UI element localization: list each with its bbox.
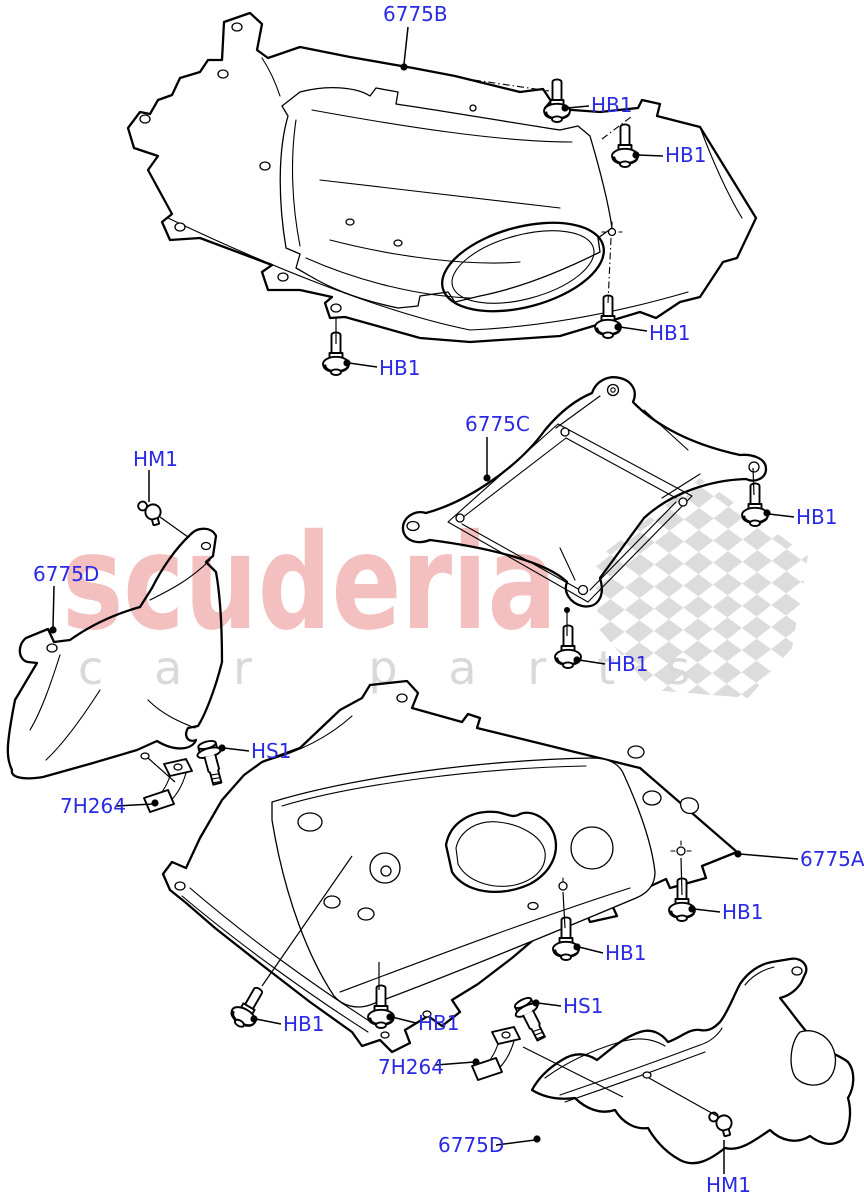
leader-dot-hb1-6 xyxy=(763,509,771,517)
part-label-hb1-4: HB1 xyxy=(379,356,420,380)
leader-dot-hs1-10 xyxy=(218,744,226,752)
leader-line-hb1-7 xyxy=(578,659,606,665)
leader-dot-hb1-1 xyxy=(561,104,569,112)
leader-dot-7h264-11 xyxy=(151,799,159,807)
watermark-brand: scuderia xyxy=(62,506,557,660)
part-drawing-6775D-left xyxy=(6,527,224,780)
part-drawing-6775B xyxy=(126,11,758,344)
part-drawing-6775A xyxy=(161,679,739,1054)
part-label-hb1-13: HB1 xyxy=(722,900,763,924)
watermark-flag xyxy=(595,478,808,698)
leader-line-hb1-1 xyxy=(566,105,590,109)
leader-line-hs1-17 xyxy=(537,1002,562,1007)
leader-line-6775d-9 xyxy=(52,585,55,628)
part-label-7h264-18: 7H264 xyxy=(378,1055,444,1079)
leader-line-hb1-14 xyxy=(578,946,604,954)
part-label-hb1-6: HB1 xyxy=(796,505,837,529)
leader-line-hb1-16 xyxy=(391,1016,417,1024)
leader-dot-hb1-7 xyxy=(573,656,581,664)
leader-line-7h264-18 xyxy=(435,1061,475,1066)
leader-dot-6775b-0 xyxy=(400,63,408,71)
callout-labels: 6775BHB1HB1HB1HB16775CHB1HB1HM16775DHS17… xyxy=(33,2,864,1197)
part-label-hb1-14: HB1 xyxy=(605,941,646,965)
bolt-hb1-9 xyxy=(225,981,272,1034)
part-label-6775b-0: 6775B xyxy=(383,2,448,26)
part-drawing-6775C xyxy=(401,376,768,608)
leader-line-hb1-2 xyxy=(637,154,664,157)
leader-dot-hb1-4 xyxy=(343,359,351,367)
part-label-hb1-15: HB1 xyxy=(283,1012,324,1036)
leader-dot-hb1-15 xyxy=(250,1015,258,1023)
reference-lines xyxy=(147,79,755,1117)
part-label-6775a-12: 6775A xyxy=(800,847,864,871)
bracket-7h264-2 xyxy=(471,1026,521,1081)
leader-dot-hb1-13 xyxy=(688,905,696,913)
leader-dot-6775c-5 xyxy=(483,474,491,482)
part-label-hb1-2: HB1 xyxy=(665,143,706,167)
leader-dot-hb1-16 xyxy=(386,1013,394,1021)
leader-dot-6775d-19 xyxy=(533,1135,541,1143)
bolt-hb1-2 xyxy=(611,123,639,168)
leader-dot-hb1-14 xyxy=(573,943,581,951)
part-drawing-6775D-right xyxy=(530,957,855,1165)
part-label-hb1-3: HB1 xyxy=(649,321,690,345)
part-label-hs1-17: HS1 xyxy=(563,994,603,1018)
leader-line-hb1-13 xyxy=(693,908,721,913)
part-label-hb1-16: HB1 xyxy=(418,1011,459,1035)
leader-line-7h264-11 xyxy=(115,803,154,807)
bolt-hb1-5 xyxy=(741,482,769,527)
leader-dot-hb1-2 xyxy=(632,151,640,159)
leader-dot-hb1-3 xyxy=(614,323,622,331)
leader-line-6775a-12 xyxy=(739,853,799,860)
part-label-6775d-19: 6775D xyxy=(438,1133,504,1157)
leader-line-6775d-19 xyxy=(495,1139,536,1146)
leader-line-hb1-3 xyxy=(619,326,648,332)
leader-dot-7h264-18 xyxy=(472,1058,480,1066)
leader-dot-6775d-9 xyxy=(49,626,57,634)
part-label-6775c-5: 6775C xyxy=(465,412,530,436)
leader-line-6775b-0 xyxy=(403,26,409,65)
leader-line-hb1-15 xyxy=(255,1018,282,1025)
leader-line-hb1-6 xyxy=(768,513,795,518)
part-label-hm1-20: HM1 xyxy=(706,1173,751,1197)
leader-dot-6775a-12 xyxy=(734,850,742,858)
part-label-7h264-11: 7H264 xyxy=(60,794,126,818)
leader-line-hs1-10 xyxy=(223,747,250,752)
watermark-subtitle: car parts xyxy=(78,641,690,695)
part-label-hm1-8: HM1 xyxy=(133,447,178,471)
leader-line-hb1-4 xyxy=(348,362,378,368)
part-label-hb1-1: HB1 xyxy=(591,93,632,117)
bolt-hb1-1 xyxy=(543,78,571,123)
leader-dot-hs1-17 xyxy=(532,999,540,1007)
part-label-hs1-10: HS1 xyxy=(251,739,291,763)
part-label-hb1-7: HB1 xyxy=(607,652,648,676)
part-label-6775d-9: 6775D xyxy=(33,562,99,586)
